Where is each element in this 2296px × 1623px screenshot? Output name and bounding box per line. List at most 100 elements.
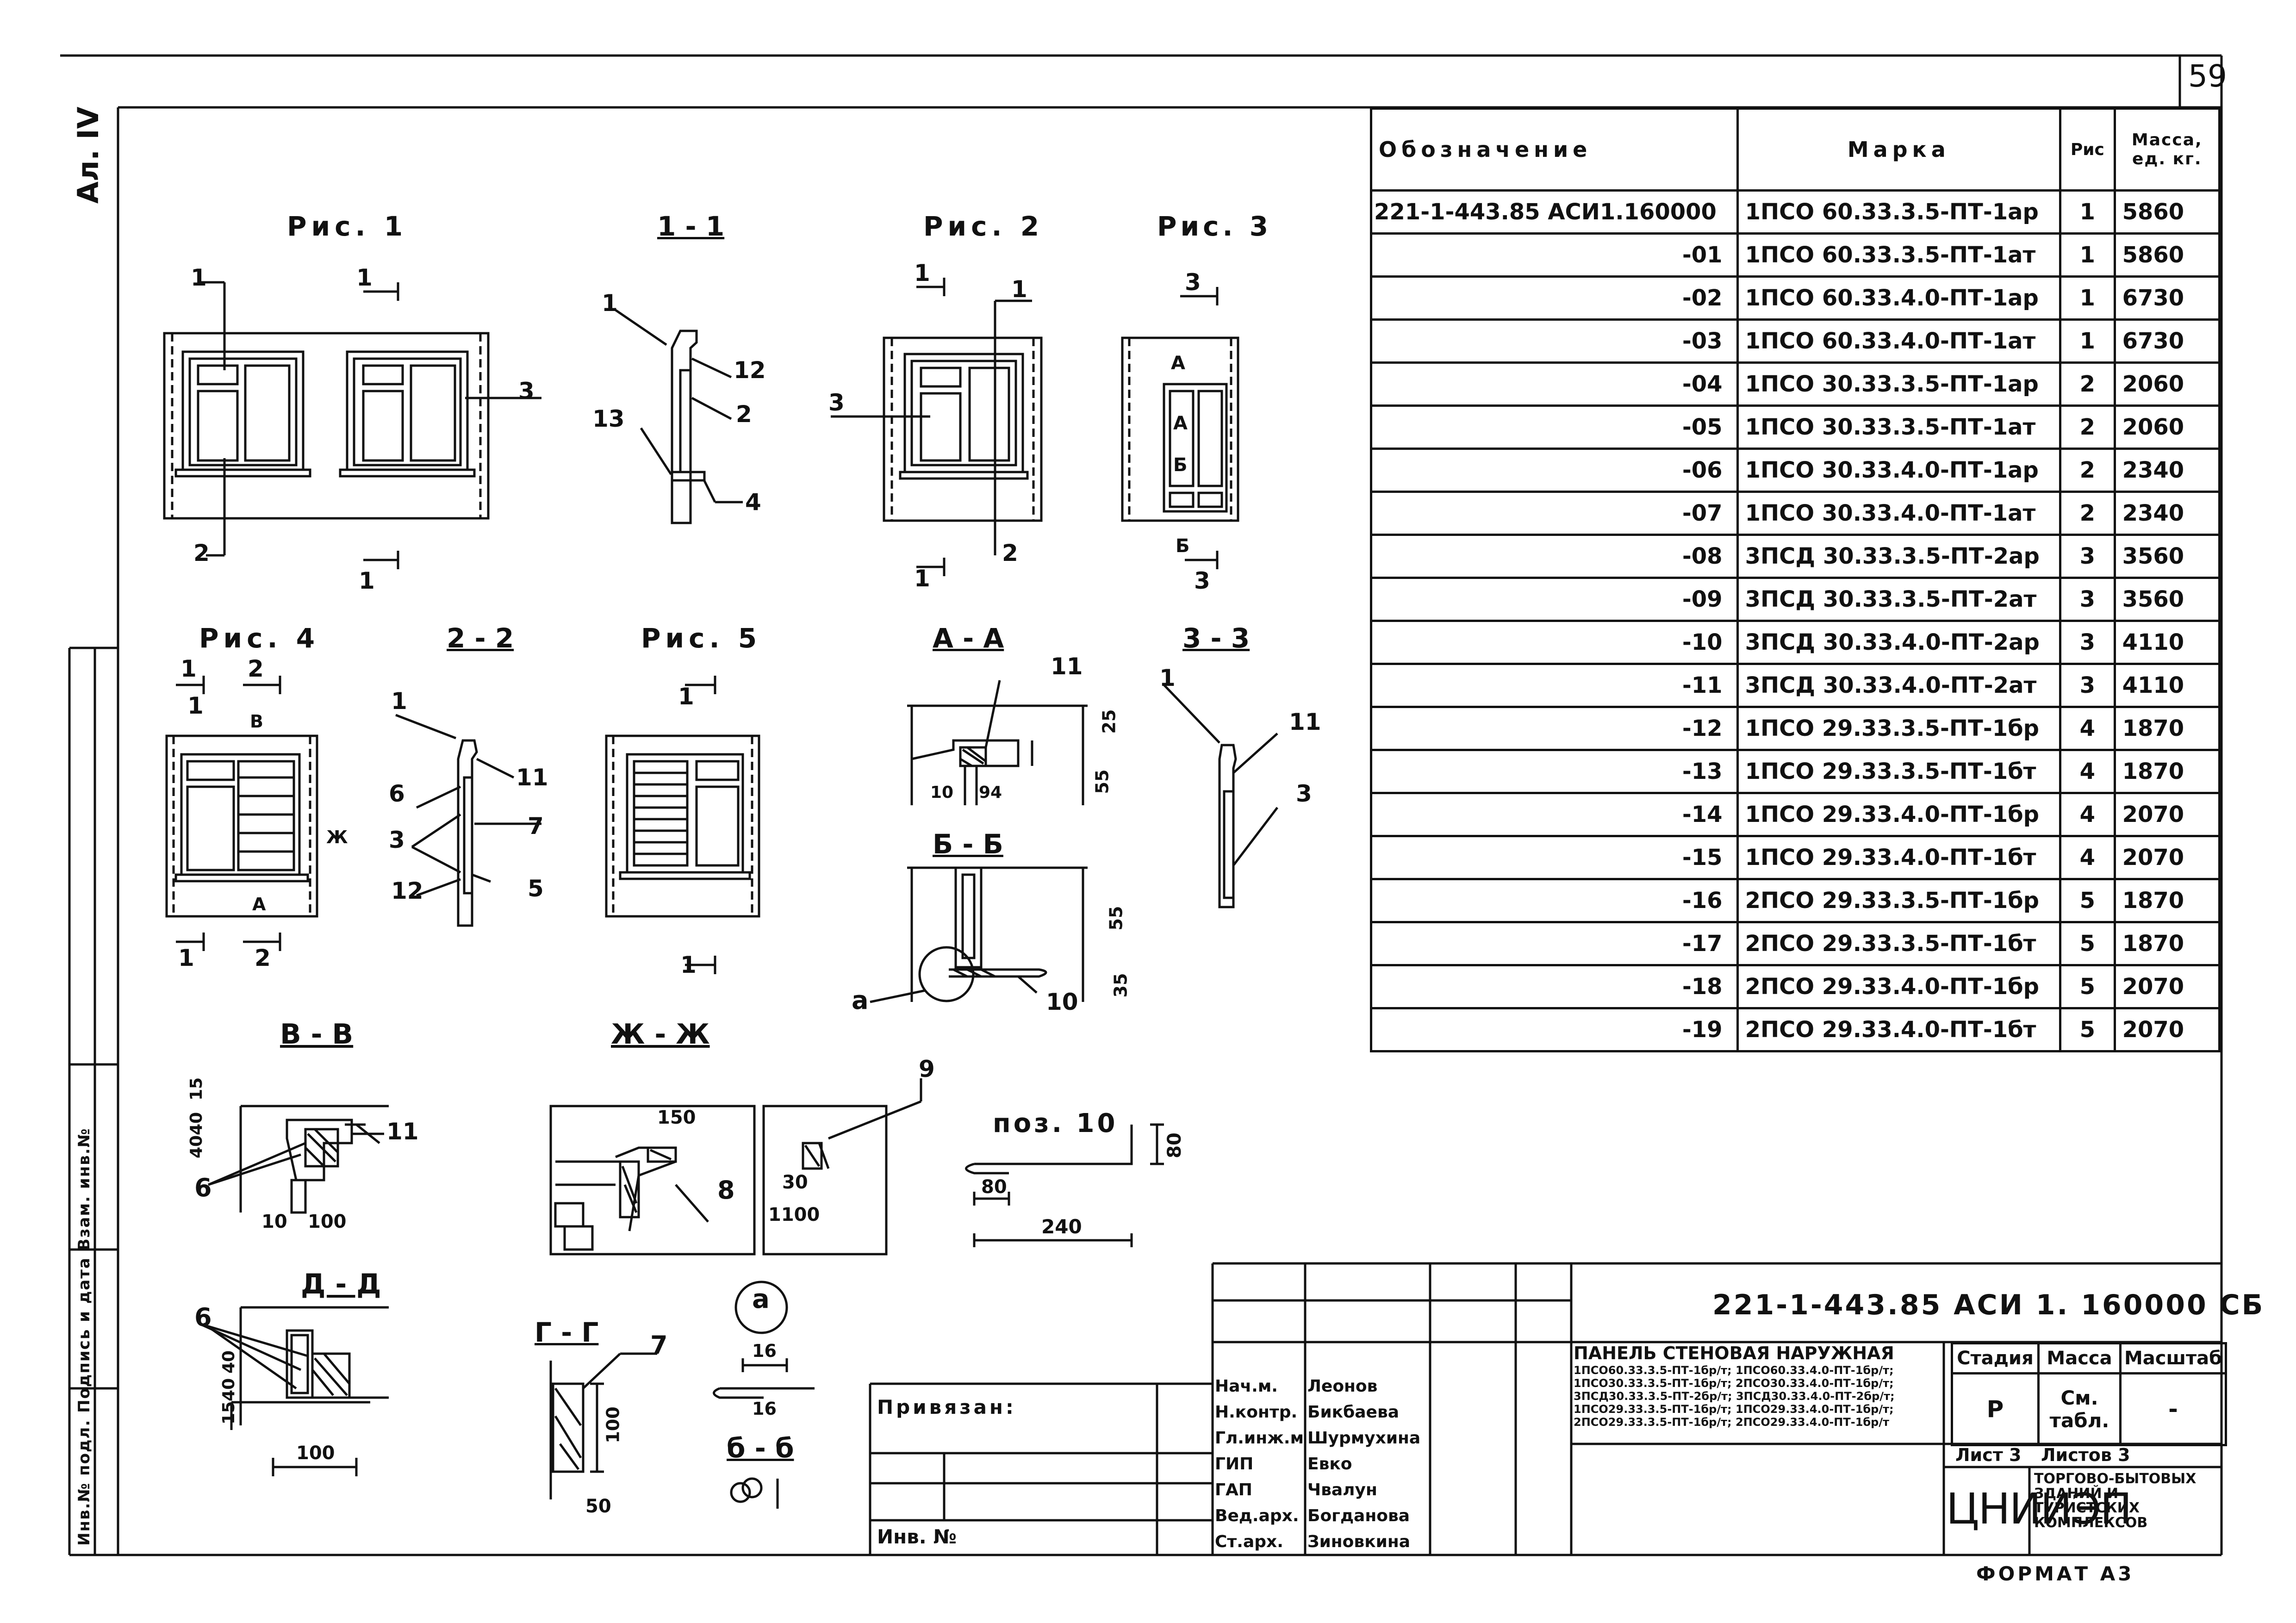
fig1-title: Рис. 1 bbox=[287, 211, 408, 242]
header-ris: Рис bbox=[2059, 107, 2116, 192]
secAA-title: А - А bbox=[933, 622, 1004, 654]
callout-5: 5 bbox=[528, 875, 544, 902]
dim-40: 40 bbox=[219, 1350, 239, 1374]
row-ris: 1 bbox=[2059, 189, 2116, 235]
fig3-panel bbox=[1121, 287, 1239, 569]
secBB-section bbox=[870, 866, 1088, 1003]
secDD-title: Д - Д bbox=[301, 1268, 381, 1300]
signature-row: Н.контр.Бикбаева bbox=[1215, 1398, 1511, 1424]
callout-2: 2 bbox=[1002, 540, 1018, 566]
row-massa: 6730 bbox=[2113, 318, 2221, 364]
header-massa: Масса, ед. кг. bbox=[2113, 107, 2221, 192]
row-ris: 3 bbox=[2059, 534, 2116, 579]
dim-15: 15 bbox=[187, 1077, 206, 1101]
mass-label: Масса bbox=[2037, 1342, 2122, 1374]
row-ris: 1 bbox=[2059, 232, 2116, 278]
secZhZh-section bbox=[549, 1078, 922, 1256]
signature-name: Чвалун bbox=[1307, 1480, 1377, 1499]
secGG-section bbox=[549, 1352, 657, 1499]
callout-3: 3 bbox=[1296, 780, 1312, 807]
row-marka: 1ПСО 60.33.3.5-ПТ-1ат bbox=[1736, 232, 2062, 278]
fig2-panel bbox=[831, 278, 1043, 576]
row-marka: 1ПСО 60.33.4.0-ПТ-1ат bbox=[1736, 318, 2062, 364]
callout-6: 6 bbox=[389, 780, 405, 807]
dim-35: 35 bbox=[1110, 973, 1131, 998]
callout-6: 6 bbox=[194, 1303, 212, 1332]
fig5-panel bbox=[605, 676, 760, 974]
row-oboznachenie: -03 bbox=[1370, 318, 1739, 364]
row-massa: 6730 bbox=[2113, 275, 2221, 321]
format-label: ФОРМАТ А3 bbox=[1976, 1562, 2134, 1585]
sheet-label: Лист 3 bbox=[1955, 1445, 2022, 1465]
signature-name: Леонов bbox=[1307, 1377, 1378, 1396]
row-oboznachenie: -10 bbox=[1370, 620, 1739, 665]
dim-100: 100 bbox=[308, 1211, 347, 1232]
callout-13: 13 bbox=[592, 405, 625, 432]
dim-40: 40 bbox=[187, 1135, 206, 1159]
dim-80v: 80 bbox=[1164, 1132, 1185, 1158]
nodeA-title: а bbox=[752, 1284, 770, 1314]
row-oboznachenie: -01 bbox=[1370, 232, 1739, 278]
dim-240: 240 bbox=[1041, 1215, 1082, 1238]
signature-name: Зиновкина bbox=[1307, 1532, 1411, 1551]
signature-role: ГИП bbox=[1215, 1455, 1254, 1474]
header-oboznachenie: Обозначение bbox=[1370, 107, 1739, 192]
title-line: 1ПСО30.33.3.5-ПТ-1бр/т; 2ПСО30.33.4.0-ПТ… bbox=[1574, 1377, 1894, 1390]
callout-1: 1 bbox=[391, 688, 407, 715]
callout-1: 1 bbox=[914, 565, 930, 592]
row-ris: 1 bbox=[2059, 275, 2116, 321]
callout-4: 4 bbox=[745, 489, 761, 516]
callout-12: 12 bbox=[734, 357, 766, 384]
callout-1: 1 bbox=[1159, 665, 1176, 691]
sheets-label: Листов 3 bbox=[2041, 1445, 2130, 1465]
row-massa: 1870 bbox=[2113, 706, 2221, 751]
nodeA-detail bbox=[713, 1281, 815, 1509]
title-line: ПАНЕЛЬ СТЕНОВАЯ НАРУЖНАЯ bbox=[1574, 1343, 1894, 1363]
dim-100: 100 bbox=[296, 1443, 335, 1464]
secBB-title: Б - Б bbox=[933, 828, 1003, 860]
row-ris: 3 bbox=[2059, 577, 2116, 622]
row-marka: 1ПСО 60.33.3.5-ПТ-1ар bbox=[1736, 189, 2062, 235]
org-name: Торгово-бытовых зданий и туристских комп… bbox=[2034, 1471, 2196, 1531]
dim-55: 55 bbox=[1092, 769, 1113, 794]
row-marka: 3ПСД 30.33.3.5-ПТ-2ар bbox=[1736, 534, 2062, 579]
scale-label: Масштаб bbox=[2119, 1342, 2228, 1374]
signature-role: Гл.инж.м bbox=[1215, 1429, 1304, 1448]
secGG-title: Г - Г bbox=[535, 1317, 599, 1348]
doc-code: 221-1-443.85 АСИ 1. 160000 СБ bbox=[1712, 1289, 2265, 1321]
callout-3: 3 bbox=[828, 389, 845, 416]
row-massa: 5860 bbox=[2113, 232, 2221, 278]
title-line: 3ПСД30.33.3.5-ПТ-2бр/т; 3ПСД30.33.4.0-ПТ… bbox=[1574, 1390, 1895, 1403]
row-massa: 2070 bbox=[2113, 964, 2221, 1009]
signature-role: Вед.арх. bbox=[1215, 1506, 1299, 1525]
callout-1: 1 bbox=[914, 260, 930, 286]
dim-40: 40 bbox=[219, 1378, 239, 1402]
callout-1: 1 bbox=[1011, 276, 1027, 303]
row-massa: 2070 bbox=[2113, 1007, 2221, 1052]
dim-10: 10 bbox=[930, 783, 954, 802]
signature-name: Богданова bbox=[1307, 1506, 1410, 1525]
row-marka: 3ПСД 30.33.4.0-ПТ-2ат bbox=[1736, 663, 2062, 708]
dim-150: 150 bbox=[657, 1107, 696, 1128]
callout-8: 8 bbox=[717, 1175, 735, 1205]
callout-12: 12 bbox=[391, 877, 423, 904]
dim-16: 16 bbox=[752, 1341, 777, 1361]
callout-7: 7 bbox=[528, 813, 544, 839]
row-ris: 4 bbox=[2059, 706, 2116, 751]
dim-94: 94 bbox=[979, 783, 1002, 802]
row-marka: 1ПСО 29.33.3.5-ПТ-1бт bbox=[1736, 749, 2062, 794]
callout-1: 1 bbox=[356, 264, 373, 291]
row-ris: 2 bbox=[2059, 404, 2116, 450]
fig4-title: Рис. 4 bbox=[199, 622, 320, 654]
